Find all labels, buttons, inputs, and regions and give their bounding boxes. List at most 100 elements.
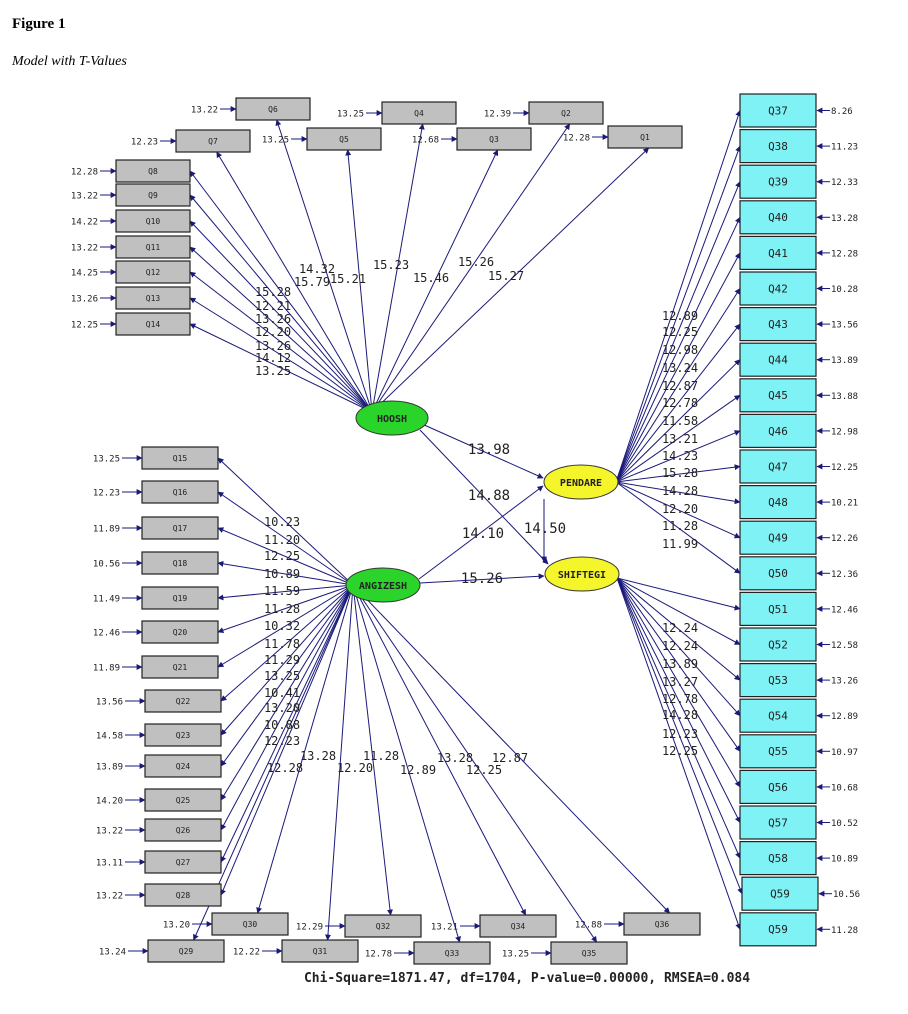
- indicator-q8-error: 12.28: [71, 168, 98, 178]
- indicator-q31-loading: 12.20: [337, 761, 373, 775]
- indicator-q18-loading: 10.89: [264, 567, 300, 581]
- indicator-q29-loading: 12.28: [267, 761, 303, 775]
- indicator-q46-label: Q46: [768, 425, 788, 438]
- indicator-q39: [739, 164, 817, 199]
- indicator-q33-label: Q33: [445, 949, 460, 958]
- indicator-q47-loading: 14.28: [662, 484, 698, 498]
- indicator-q51-loading-arrow: [616, 577, 741, 611]
- indicator-q43-loading: 11.58: [662, 414, 698, 428]
- indicator-q59-error: 10.56: [833, 890, 860, 900]
- indicator-q56-loading-arrow: [616, 577, 741, 788]
- indicator-q26-loading: 13.20: [264, 701, 300, 715]
- indicator-q38-loading: 12.25: [662, 325, 698, 339]
- indicator-q41: [739, 235, 817, 270]
- indicator-q13-loading-arrow: [189, 297, 373, 413]
- indicator-q14-label: Q14: [146, 320, 161, 329]
- indicator-q38-loading-arrow: [615, 145, 741, 483]
- indicator-q51-loading: 12.24: [662, 621, 698, 635]
- coef-hoosh-pendare: 13.98: [468, 442, 510, 458]
- indicator-q57-loading-arrow: [616, 577, 741, 824]
- indicator-q10-error: 14.22: [71, 218, 98, 228]
- indicator-q10-label: Q10: [146, 217, 161, 226]
- indicator-q30-error: 13.20: [163, 921, 190, 931]
- indicator-q22: [144, 689, 222, 713]
- indicator-q23-loading: 11.29: [264, 653, 300, 667]
- indicator-q57: [739, 805, 817, 840]
- indicator-q32-loading-arrow: [352, 584, 393, 916]
- indicator-q2-loading: 15.26: [458, 255, 494, 269]
- indicator-q45-loading: 14.23: [662, 449, 698, 463]
- indicator-q14-error: 12.25: [71, 321, 98, 331]
- indicator-q58: [739, 840, 817, 876]
- indicator-q4-loading-arrow: [371, 123, 425, 413]
- indicator-q9-loading: 12.21: [255, 299, 291, 313]
- indicator-q30: [211, 912, 289, 936]
- indicator-q56-error: 10.68: [831, 783, 858, 793]
- latent-hoosh: [355, 400, 429, 436]
- indicator-q4-loading: 15.23: [373, 258, 409, 272]
- indicator-q31-error: 12.22: [233, 948, 260, 958]
- indicator-q49-loading-arrow: [615, 481, 741, 539]
- indicator-q3-loading-arrow: [371, 149, 499, 413]
- indicator-q5-loading: 15.21: [330, 272, 366, 286]
- indicator-q11-label: Q11: [146, 243, 161, 252]
- indicator-q10-loading: 13.26: [255, 312, 291, 326]
- indicator-q17-loading-arrow: [217, 527, 354, 586]
- indicator-q34-loading-arrow: [352, 584, 527, 916]
- indicator-q4: [381, 101, 457, 125]
- indicator-q39-loading: 12.98: [662, 343, 698, 357]
- indicator-q5: [306, 127, 382, 151]
- indicator-q9-loading-arrow: [189, 194, 373, 413]
- indicator-q44-loading: 13.21: [662, 432, 698, 446]
- indicator-q51: [739, 591, 817, 627]
- indicator-q21-error: 11.89: [93, 664, 120, 674]
- indicator-q11-error: 13.22: [71, 244, 98, 254]
- indicator-q59-b-error: 11.28: [831, 926, 858, 936]
- indicator-q24: [144, 754, 222, 778]
- indicator-q52-loading-arrow: [616, 577, 741, 645]
- indicator-q53-label: Q53: [768, 674, 788, 687]
- indicator-q56-label: Q56: [768, 781, 788, 794]
- indicator-q50-error: 12.36: [831, 570, 858, 580]
- indicator-q29: [147, 939, 225, 963]
- indicator-q49: [739, 520, 817, 555]
- path-angizesh-pendare: [418, 485, 544, 580]
- indicator-q16-error: 12.23: [93, 489, 120, 499]
- indicator-q46-error: 12.98: [831, 427, 858, 437]
- indicator-q21-loading-arrow: [217, 584, 354, 668]
- indicator-q53-loading-arrow: [616, 577, 741, 681]
- indicator-q11-loading: 12.20: [255, 325, 291, 339]
- indicator-q34-error: 13.21: [431, 923, 458, 933]
- indicator-q46: [739, 413, 817, 448]
- indicator-q54: [739, 698, 817, 733]
- indicator-q36-label: Q36: [655, 920, 670, 929]
- indicator-q4-label: Q4: [414, 109, 424, 118]
- coef-angizesh-shiftegi: 15.26: [461, 571, 503, 587]
- figure-title: Figure 1: [12, 16, 66, 32]
- indicator-q42: [739, 271, 817, 306]
- indicator-q16-loading-arrow: [217, 491, 354, 586]
- indicator-q32-loading: 11.28: [363, 749, 399, 763]
- indicator-q11: [115, 235, 191, 259]
- indicator-q28: [144, 883, 222, 907]
- indicator-q12-error: 14.25: [71, 269, 98, 279]
- indicator-q5-label: Q5: [339, 135, 349, 144]
- indicator-q17-loading: 12.25: [264, 549, 300, 563]
- indicator-q45: [739, 378, 817, 413]
- indicator-q34: [479, 914, 557, 938]
- indicator-q15: [141, 446, 219, 470]
- indicator-q55: [739, 734, 817, 769]
- indicator-q9-label: Q9: [148, 191, 158, 200]
- indicator-q2-label: Q2: [561, 109, 571, 118]
- indicator-q26-error: 13.22: [96, 827, 123, 837]
- indicator-q28-loading-arrow: [220, 584, 354, 896]
- indicator-q22-error: 13.56: [96, 698, 123, 708]
- indicator-q18-error: 10.56: [93, 560, 120, 570]
- indicator-q9: [115, 183, 191, 207]
- indicator-q59-loading-arrow: [616, 577, 743, 895]
- indicator-q6-loading: 14.32: [299, 262, 335, 276]
- indicator-q55-error: 10.97: [831, 748, 858, 758]
- indicator-q52-error: 12.58: [831, 641, 858, 651]
- indicator-q48: [739, 485, 817, 520]
- indicator-q37-loading: 12.89: [662, 309, 698, 323]
